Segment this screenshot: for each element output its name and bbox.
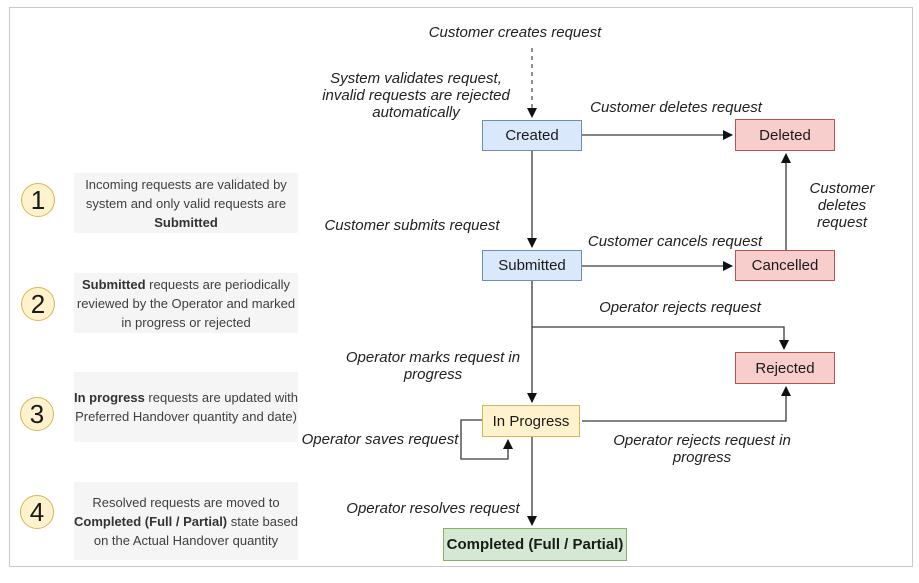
state-label-in-progress: In Progress: [492, 412, 570, 430]
step-number-4: 4: [29, 496, 45, 527]
state-node-created: Created: [482, 120, 582, 151]
state-label-submitted: Submitted: [498, 257, 566, 274]
state-node-cancelled: Cancelled: [735, 250, 835, 281]
note-text-4: Resolved requests are moved to Completed…: [74, 494, 298, 548]
state-label-rejected: Rejected: [755, 359, 815, 377]
step-circle-1: 1: [21, 183, 55, 217]
note-box-2: Submitted requests are periodically revi…: [74, 273, 298, 333]
edge-label-system-validates-request: System validates request, invalid reques…: [322, 70, 510, 121]
edge-label-customer-submits-request: Customer submits request: [324, 217, 500, 234]
state-label-cancelled: Cancelled: [751, 257, 819, 274]
edge-label-customer-deletes-request-side: Customer deletes request: [809, 180, 875, 231]
step-circle-4: 4: [20, 495, 54, 529]
edge-submitted-to-rejected: [532, 326, 789, 350]
edge-label-operator-rejects-request-in-progress: Operator rejects request in progress: [613, 432, 791, 466]
edge-label-customer-deletes-request: Customer deletes request: [590, 99, 762, 116]
edge-label-operator-resolves-request: Operator resolves request: [346, 500, 520, 517]
note-text-3: In progress requests are updated with Pr…: [74, 390, 299, 424]
edge-label-operator-rejects-request: Operator rejects request: [599, 299, 761, 316]
state-node-rejected: Rejected: [735, 352, 835, 384]
state-node-deleted: Deleted: [735, 119, 835, 151]
edge-label-operator-saves-request: Operator saves request: [301, 431, 459, 448]
state-label-deleted: Deleted: [759, 126, 811, 144]
note-text-1: Incoming requests are validated by syste…: [85, 176, 287, 230]
edge-label-customer-cancels-request: Customer cancels request: [587, 233, 763, 250]
step-circle-3: 3: [20, 397, 54, 431]
state-node-in-progress: In Progress: [482, 405, 580, 437]
note-box-3: In progress requests are updated with Pr…: [74, 372, 298, 442]
state-label-created: Created: [505, 127, 559, 144]
step-number-3: 3: [29, 398, 45, 429]
state-node-completed: Completed (Full / Partial): [443, 528, 627, 561]
step-number-1: 1: [30, 184, 46, 215]
edge-label-customer-creates-request: Customer creates request: [428, 24, 602, 41]
state-label-completed: Completed (Full / Partial): [446, 536, 624, 553]
note-box-1: Incoming requests are validated by syste…: [74, 173, 298, 233]
note-box-4: Resolved requests are moved to Completed…: [74, 482, 298, 560]
step-circle-2: 2: [21, 287, 55, 321]
edge-inprogress-to-rejected: [582, 386, 791, 422]
state-node-submitted: Submitted: [482, 250, 582, 281]
edge-inprogress-self-loop: [460, 419, 513, 460]
step-number-2: 2: [30, 288, 46, 319]
note-text-2: Submitted requests are periodically revi…: [76, 276, 296, 330]
edge-label-operator-marks-request-in-progress: Operator marks request in progress: [345, 349, 521, 383]
